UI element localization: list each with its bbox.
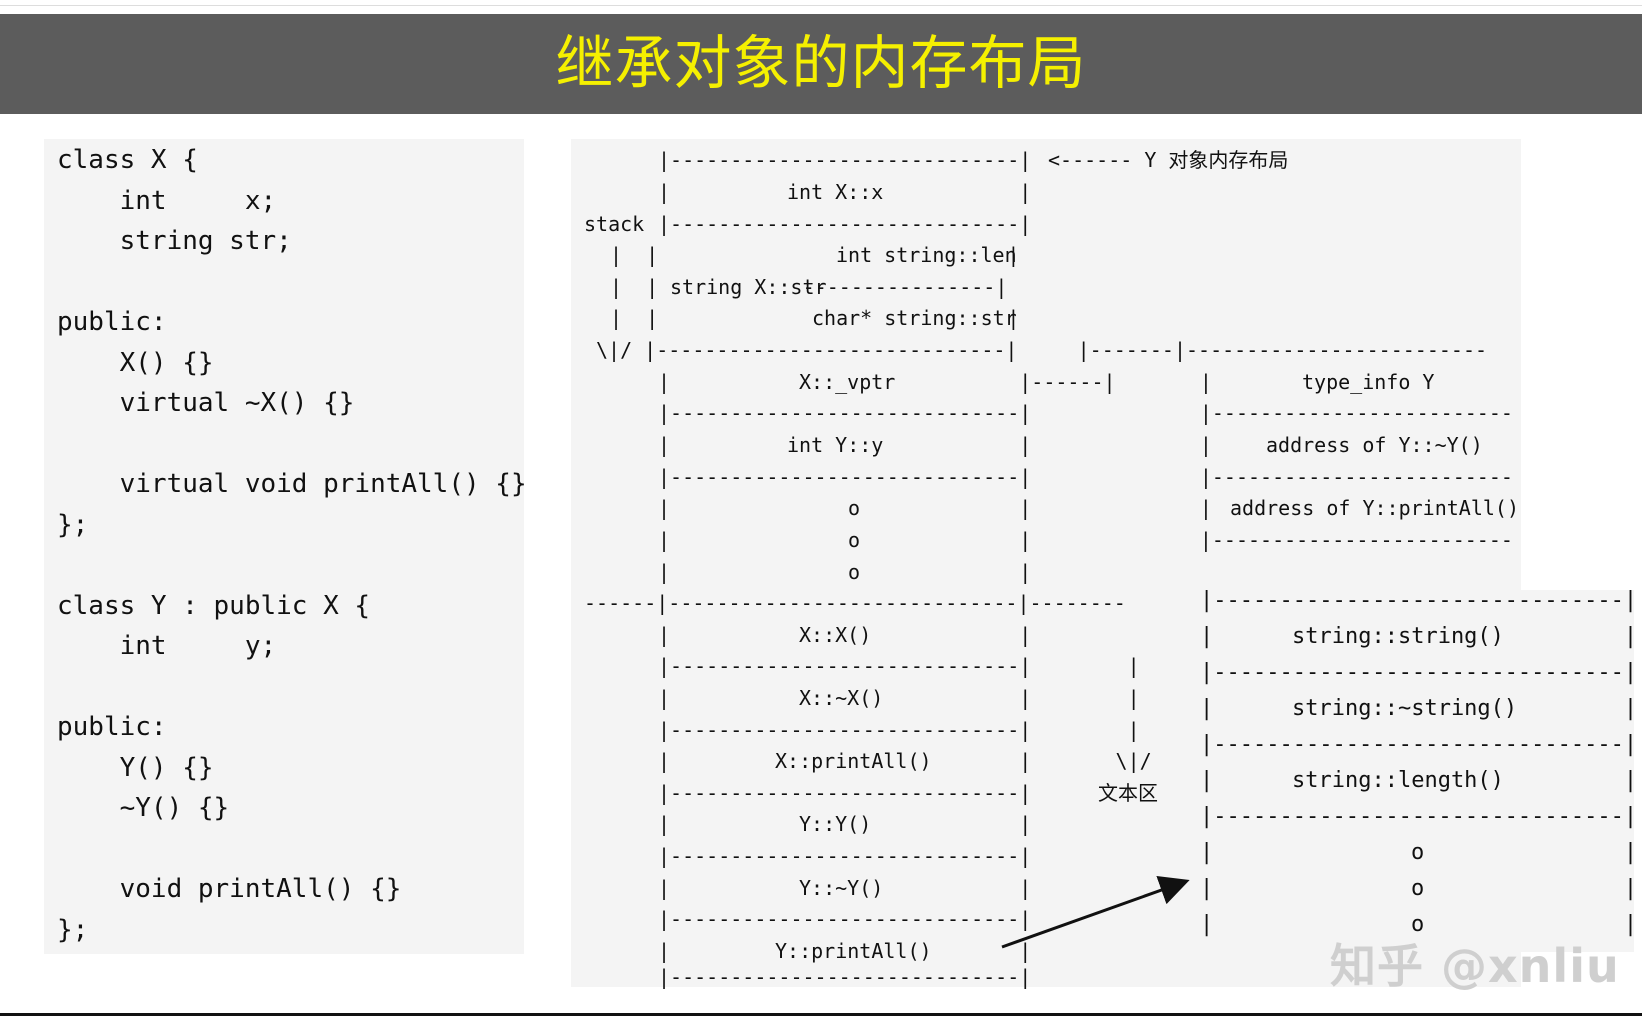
string-cell: string::~string() <box>1292 696 1518 721</box>
string-border: |-------------------------------| <box>1200 804 1638 829</box>
title-bar: 继承对象的内存布局 <box>0 14 1642 114</box>
string-cell-border: | | <box>1200 696 1638 721</box>
string-text-panel <box>1190 590 1634 952</box>
object-cell: X::_vptr <box>799 370 896 394</box>
text-cell: Y::Y() <box>799 812 872 836</box>
object-cell: string X::str <box>670 275 827 299</box>
string-cell: o <box>1411 876 1425 901</box>
cell-border: | | <box>658 180 1032 204</box>
object-border: |-----------------------------| <box>658 212 1032 236</box>
object-cell-border: | | <box>658 560 1032 584</box>
text-border: |-----------------------------| <box>658 907 1032 931</box>
text-cell-border: | | <box>658 623 1032 647</box>
object-cell: int X::x <box>787 180 884 204</box>
object-cell: o <box>848 560 861 584</box>
text-border: |-----------------------------| | <box>658 654 1140 678</box>
string-cell: o <box>1411 912 1425 937</box>
string-border: |-------------------------------| <box>1200 732 1638 757</box>
object-cell: int Y::y <box>787 433 884 457</box>
object-border: |-----------------------------| |-------… <box>658 401 1513 425</box>
string-cell: string::string() <box>1292 624 1504 649</box>
string-cell-border: | | <box>1200 840 1638 865</box>
string-cell: o <box>1411 840 1425 865</box>
text-cell-border: | | | <box>658 686 1140 710</box>
text-border: |-----------------------------| | <box>658 718 1140 742</box>
text-cell: Y::~Y() <box>799 876 884 900</box>
object-cell-border: | |------| | <box>658 370 1212 394</box>
code-line: int y; <box>57 631 277 661</box>
string-cell-border: | | <box>1200 624 1638 649</box>
code-line: X() {} <box>57 348 214 378</box>
code-line: virtual void printAll() {} <box>57 469 527 499</box>
object-cell-border: | | |------------------------- <box>658 528 1513 552</box>
segment-divider: ------|-----------------------------|---… <box>584 591 1126 615</box>
object-cell-border: | | | <box>658 496 1212 520</box>
string-cell: string::length() <box>1292 768 1504 793</box>
code-line: ~Y() {} <box>57 793 230 823</box>
text-border-bottom: |-----------------------------| <box>658 965 1032 989</box>
code-line: }; <box>57 915 89 945</box>
text-border: |-----------------------------| <box>658 781 1032 805</box>
text-cell-border: | | <box>658 939 1032 963</box>
string-border: |-------------------------------| <box>1200 588 1638 613</box>
code-line: public: <box>57 307 167 337</box>
code-line: virtual ~X() {} <box>57 388 355 418</box>
code-line: string str; <box>57 226 292 256</box>
object-border-top: |-----------------------------| <box>658 148 1032 172</box>
object-cell: int string::len <box>836 243 1017 267</box>
code-line: public: <box>57 712 167 742</box>
text-cell-border: | | <box>658 812 1032 836</box>
vtable-cell: address of Y::printAll() <box>1230 496 1519 520</box>
vtable-cell: address of Y::~Y() <box>1266 433 1483 457</box>
code-line: class Y : public X { <box>57 591 371 621</box>
object-layout-label: <------ Y 对象内存布局 <box>1048 148 1289 172</box>
object-cell: char* string::str <box>812 306 1017 330</box>
text-cell-border: | | \|/ <box>658 749 1152 773</box>
page-title: 继承对象的内存布局 <box>555 29 1087 97</box>
code-line: }; <box>57 510 89 540</box>
vtable-cell: type_info Y <box>1302 370 1435 394</box>
watermark: 知乎 @xnliu <box>1330 939 1620 993</box>
stack-arrow-shaft: | | | <box>610 243 1020 267</box>
object-cell: o <box>848 528 861 552</box>
code-line: class X { <box>57 145 198 175</box>
string-cell-border: | | <box>1200 876 1638 901</box>
top-rule <box>0 5 1642 6</box>
string-border: |-------------------------------| <box>1200 660 1638 685</box>
text-area-label: 文本区 <box>1098 781 1158 805</box>
object-cell: o <box>848 496 861 520</box>
text-border: |-----------------------------| <box>658 844 1032 868</box>
code-line: Y() {} <box>57 753 214 783</box>
text-cell: X::X() <box>799 623 872 647</box>
stack-arrow-head: \|/ |-----------------------------| |---… <box>596 338 1488 362</box>
stack-arrow-shaft: | | | <box>610 306 1020 330</box>
text-cell: X::~X() <box>799 686 884 710</box>
object-cell-border: | | | <box>658 433 1212 457</box>
text-cell: X::printAll() <box>775 749 932 773</box>
string-cell-border: | | <box>1200 768 1638 793</box>
bottom-rule <box>0 1013 1642 1016</box>
text-cell-border: | | <box>658 876 1032 900</box>
stack-arrow-shaft: | | ----------------| <box>610 275 1008 299</box>
code-panel: class X { int x; string str; public: X()… <box>44 139 527 954</box>
code-line: void printAll() {} <box>57 874 402 904</box>
object-border: |-----------------------------| |-------… <box>658 465 1513 489</box>
code-line: int x; <box>57 186 277 216</box>
stack-label: stack <box>584 212 645 236</box>
text-cell: Y::printAll() <box>775 939 932 963</box>
string-cell-border: | | <box>1200 912 1638 937</box>
